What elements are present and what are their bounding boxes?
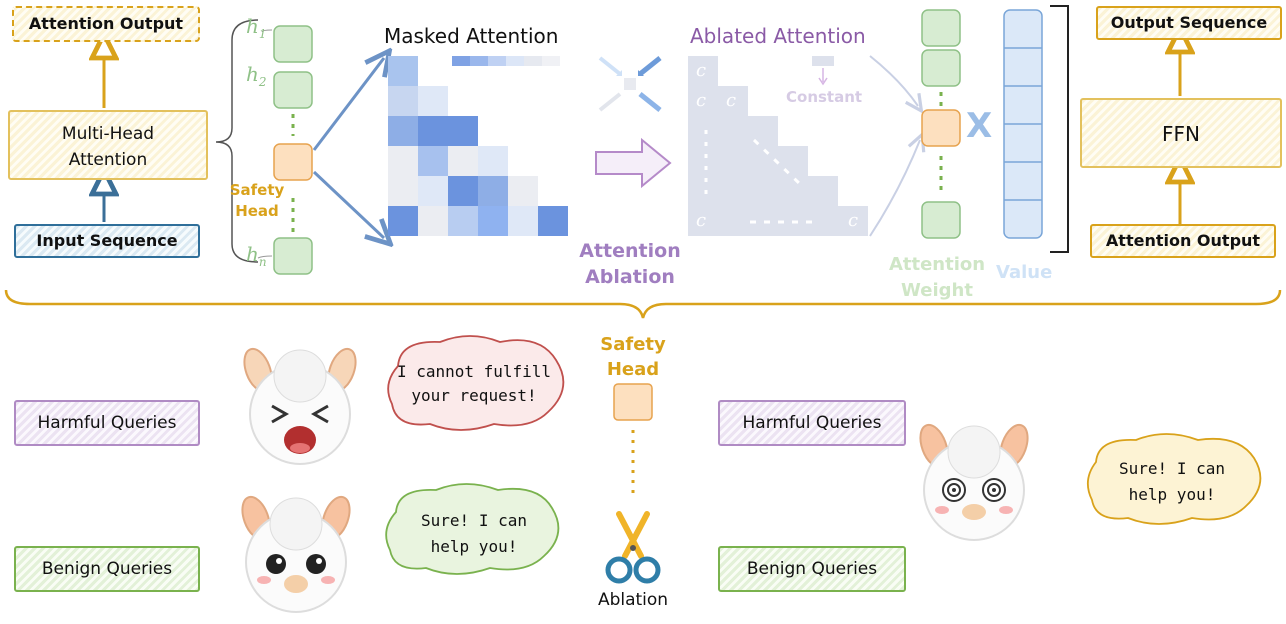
comply-bubble-right-shape [1086,433,1262,525]
multi-head-attention-label: Multi-Head Attention [61,124,155,170]
comply-bubble-left-text: Sure! I can help you! [421,511,527,556]
head-h1-box [273,25,313,63]
input-sequence-box: Input Sequence [14,224,200,258]
multi-head-attention-box: Multi-Head Attention [8,110,208,180]
head-hn-box [273,237,313,275]
multiply-symbol: X [966,106,993,146]
comply-bubble-left-shape [385,483,560,575]
constant-label: Constant [786,88,863,106]
benign-queries-left-label: Benign Queries [41,559,173,579]
attention-output-left-label: Attention Output [28,14,184,33]
masked-attention-title: Masked Attention [384,24,559,48]
weight-box-n [921,201,961,239]
c-symbol-1: c [696,60,707,81]
c-symbol-5: c [848,210,859,231]
benign-queries-right-label: Benign Queries [746,559,878,579]
bottom-safety-head-label: Safety Head [600,334,666,380]
attention-weight-label: Attention Weight [888,254,986,301]
output-sequence-label: Output Sequence [1110,13,1268,32]
benign-queries-box-left: Benign Queries [14,546,200,592]
llama-happy-icon [241,495,351,613]
input-sequence-label: Input Sequence [36,231,178,250]
safety-head-box [273,143,313,181]
arrow-head-to-matrix-bottom [312,170,384,238]
refusal-bubble-shape [387,335,565,431]
weight-box-1 [921,9,961,47]
ablation-label: Ablation [597,590,669,610]
attention-ablation-label: Attention Ablation [579,240,681,288]
benign-queries-box-right: Benign Queries [718,546,906,592]
scissors-icon [605,511,661,584]
harmful-queries-left-label: Harmful Queries [37,413,177,433]
constant-strip [812,56,834,66]
c-symbol-4: c [696,210,707,231]
ffn-box: FFN [1080,98,1282,168]
attention-output-right-label: Attention Output [1105,231,1261,250]
right-bracket [1050,5,1069,253]
llama-angry-icon [243,347,357,465]
safety-head-label-top: Safety Head [229,181,285,220]
weight-box-2 [921,49,961,87]
section-brace [4,289,1282,319]
ffn-label: FFN [1162,122,1200,146]
harmful-queries-box-right: Harmful Queries [718,400,906,446]
value-column [1003,9,1043,239]
harmful-queries-right-label: Harmful Queries [742,413,882,433]
attention-ablation-arrow [595,137,672,189]
head-h2-box [273,71,313,109]
llama-dizzy-icon [919,423,1029,541]
heads-brace [215,19,259,263]
masked-attention-matrix [388,56,568,236]
attention-output-box-right: Attention Output [1090,224,1276,258]
output-sequence-box: Output Sequence [1096,6,1282,40]
ablated-attention-title: Ablated Attention [690,24,866,48]
compress-arrows-icon [598,56,662,112]
c-symbol-3: c [726,90,737,111]
head-h1-label: h1 [246,14,267,41]
head-hn-label: hn [246,242,267,269]
attention-output-box-left: Attention Output [12,6,200,42]
comply-bubble-right-text: Sure! I can help you! [1119,459,1225,504]
arrow-head-to-matrix-top [312,58,384,151]
bottom-safety-head-box [613,383,653,421]
weight-box-safety [921,109,961,147]
ablated-attention-matrix [688,56,868,236]
harmful-queries-box-left: Harmful Queries [14,400,200,446]
c-symbol-2: c [696,90,707,111]
refusal-bubble-text: I cannot fulfill your request! [396,362,552,405]
head-h2-label: h2 [246,62,267,89]
value-label: Value [996,262,1053,283]
